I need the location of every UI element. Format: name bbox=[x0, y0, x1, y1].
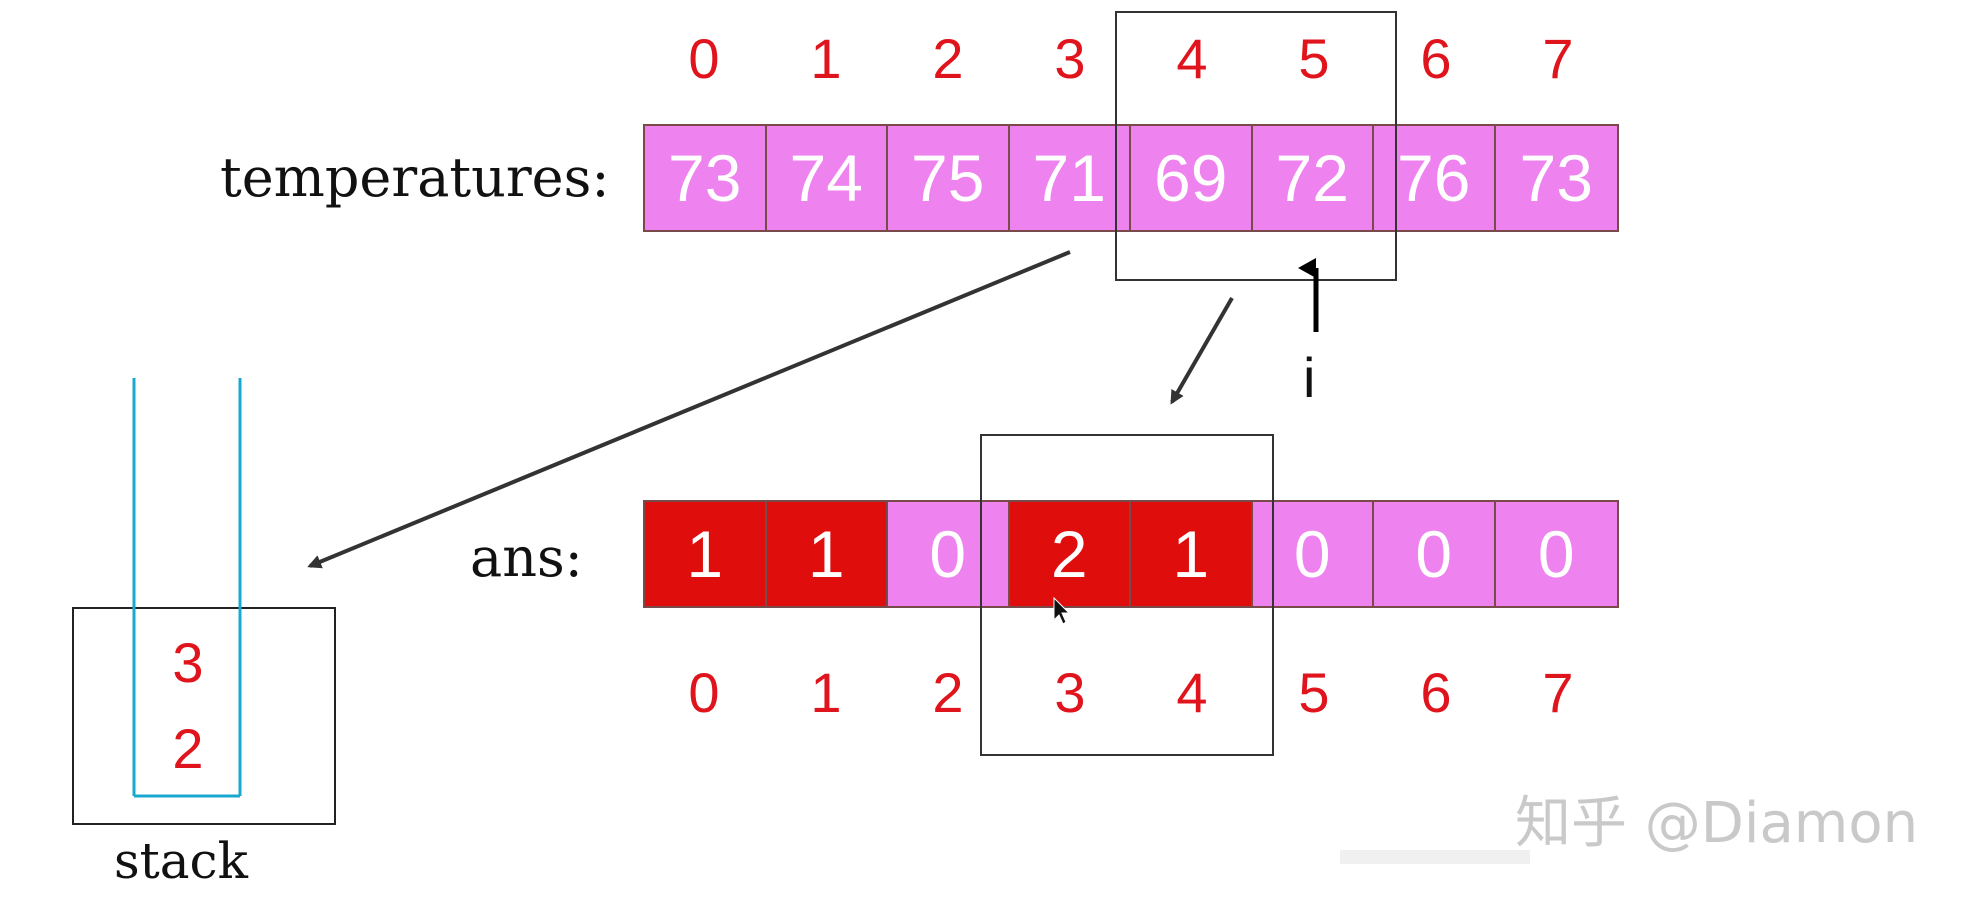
ans-cell: 0 bbox=[1495, 502, 1617, 606]
temperatures-cell: 72 bbox=[1252, 126, 1374, 230]
stack-item: 3 bbox=[172, 631, 204, 694]
temperatures-index: 3 bbox=[1054, 27, 1086, 90]
ans-index: 3 bbox=[1054, 661, 1086, 724]
stack-label: stack bbox=[114, 832, 248, 890]
ans-cell: 0 bbox=[888, 502, 1010, 606]
temperatures-cell: 73 bbox=[645, 126, 767, 230]
ans-index: 6 bbox=[1420, 661, 1452, 724]
stack-box bbox=[72, 607, 336, 825]
ans-index: 7 bbox=[1542, 661, 1574, 724]
temperatures-index: 4 bbox=[1176, 27, 1208, 90]
pointer-label: i bbox=[1303, 346, 1316, 409]
temperatures-cell: 71 bbox=[1009, 126, 1131, 230]
ans-cell: 2 bbox=[1009, 502, 1131, 606]
arrow-to-ans bbox=[1170, 297, 1234, 405]
temperatures-cell: 75 bbox=[888, 126, 1010, 230]
temperatures-index: 5 bbox=[1298, 27, 1330, 90]
ans-window-frame bbox=[980, 434, 1274, 756]
ans-index: 5 bbox=[1298, 661, 1330, 724]
temperatures-cell: 73 bbox=[1495, 126, 1617, 230]
ans-index: 0 bbox=[688, 661, 720, 724]
temperatures-label: temperatures: bbox=[220, 146, 610, 209]
temperatures-index: 6 bbox=[1420, 27, 1452, 90]
temperatures-window-frame bbox=[1115, 11, 1397, 281]
stack-item: 2 bbox=[172, 717, 204, 780]
temperatures-index: 1 bbox=[810, 27, 842, 90]
temperatures-index-row: 0 1 2 3 4 5 6 7 bbox=[643, 24, 1619, 94]
ans-index-row: 0 1 2 3 4 5 6 7 bbox=[643, 658, 1619, 728]
ans-cell: 1 bbox=[766, 502, 888, 606]
ans-label: ans: bbox=[470, 526, 583, 589]
temperatures-index: 0 bbox=[688, 27, 720, 90]
temperatures-cell: 76 bbox=[1374, 126, 1496, 230]
ans-cell: 0 bbox=[1374, 502, 1496, 606]
ans-cell: 1 bbox=[645, 502, 767, 606]
cursor-icon bbox=[1053, 596, 1071, 625]
ans-index: 4 bbox=[1176, 661, 1208, 724]
faint-caption-bar bbox=[1340, 850, 1530, 864]
stack-walls bbox=[132, 378, 242, 798]
arrow-to-stack bbox=[307, 250, 1071, 569]
ans-cell: 1 bbox=[1131, 502, 1253, 606]
ans-index: 1 bbox=[810, 661, 842, 724]
ans-array: 1 1 0 2 1 0 0 0 bbox=[643, 500, 1619, 608]
temperatures-index: 2 bbox=[932, 27, 964, 90]
ans-index: 2 bbox=[932, 661, 964, 724]
temperatures-index: 7 bbox=[1542, 27, 1574, 90]
temperatures-cell: 69 bbox=[1131, 126, 1253, 230]
temperatures-cell: 74 bbox=[766, 126, 888, 230]
watermark: 知乎 @Diamon bbox=[1515, 791, 1919, 856]
temperatures-array: 73 74 75 71 69 72 76 73 bbox=[643, 124, 1619, 232]
